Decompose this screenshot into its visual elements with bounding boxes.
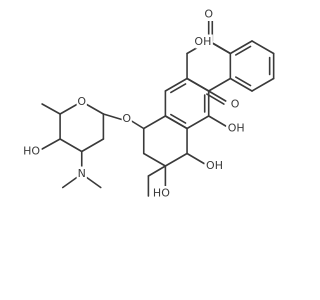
carbonyl-bottom-second: [206, 93, 225, 105]
phenol-oh-bond: [212, 42, 232, 55]
hydroxyl-tertiary: HO: [153, 187, 170, 200]
hydroxyl-top-backing: [195, 34, 213, 49]
hydroxyl-sugar: HO: [23, 145, 40, 158]
sugar-bond: [59, 138, 83, 153]
ringC-bond-inner: [170, 83, 187, 94]
atom-label-layer: O O OH OH OH HO O O HO N: [23, 7, 245, 200]
hydroxyl-tertiary-backing: [152, 186, 171, 200]
hydroxyl-top: OH: [194, 35, 211, 48]
ringD-bond: [164, 115, 188, 130]
n-methyl-1: [61, 176, 78, 189]
ringD-bond: [142, 152, 167, 167]
ringA-bond: [229, 77, 253, 92]
quinone-oxygen-bottom-backing: [229, 97, 240, 111]
hydroxyl-ring: OH: [206, 159, 223, 172]
amine-nitrogen-backing: [76, 166, 87, 181]
amine-nitrogen: N: [78, 167, 86, 180]
ringD-bond: [142, 115, 167, 130]
ringA-bond-inner: [235, 45, 252, 56]
ringD-oh-bond: [186, 152, 205, 165]
ether-bond-2: [102, 113, 123, 121]
ether-bond-1: [129, 119, 145, 130]
ether-oxygen: O: [122, 112, 131, 125]
sugar-bond: [59, 103, 78, 115]
sugar-bond: [85, 103, 105, 115]
ringA-bond: [251, 77, 275, 92]
quinone-oxygen-top-backing: [203, 7, 214, 21]
ringC-bond: [186, 115, 210, 130]
ringC-bond-inner: [170, 113, 187, 124]
ringC-bond: [186, 77, 210, 92]
ringA-bond: [251, 40, 275, 55]
ring-oh-bond: [207, 115, 227, 127]
methyl-bond: [41, 103, 61, 115]
hydroxyl-sugar-backing: [24, 144, 42, 158]
quinone-oxygen-bottom: O: [231, 98, 240, 111]
sugar-bond: [80, 138, 105, 153]
hydroxyl-phenol-backing: [226, 121, 244, 135]
n-methyl-2: [85, 176, 102, 189]
ringD-bond: [164, 152, 188, 167]
ringA-bond-inner: [235, 76, 252, 87]
ether-oxygen-backing: [121, 111, 132, 126]
hydroxyl-ring-backing: [204, 158, 222, 173]
ethyl-bond-1: [147, 165, 167, 177]
carbonyl-bottom: [207, 90, 227, 102]
sugar-oh-bond: [41, 138, 61, 150]
ringA-bond: [229, 40, 253, 55]
quinone-oxygen-top: O: [204, 8, 213, 21]
structure-diagram: O O OH OH OH HO O O HO N: [23, 7, 275, 200]
hydroxyl-phenol: OH: [228, 122, 245, 135]
ringC-bond: [164, 77, 188, 92]
ringB-bond: [207, 77, 232, 92]
sugar-ring-oxygen-backing: [76, 94, 87, 109]
sugar-ring-oxygen: O: [77, 95, 86, 108]
